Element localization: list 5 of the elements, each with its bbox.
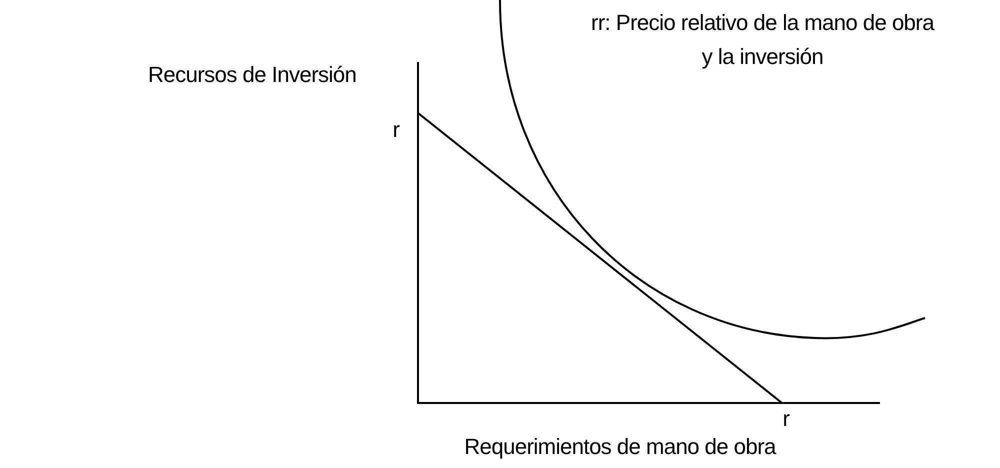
axis-label: r xyxy=(392,116,401,144)
curve-label: rr: Precio relativo de la mano de obra y la inversión xyxy=(590,9,935,71)
axis-label: r xyxy=(782,405,791,433)
axis-title: Recursos de Inversión xyxy=(148,61,358,89)
axis-title: Requerimientos de mano de obra xyxy=(463,433,778,461)
